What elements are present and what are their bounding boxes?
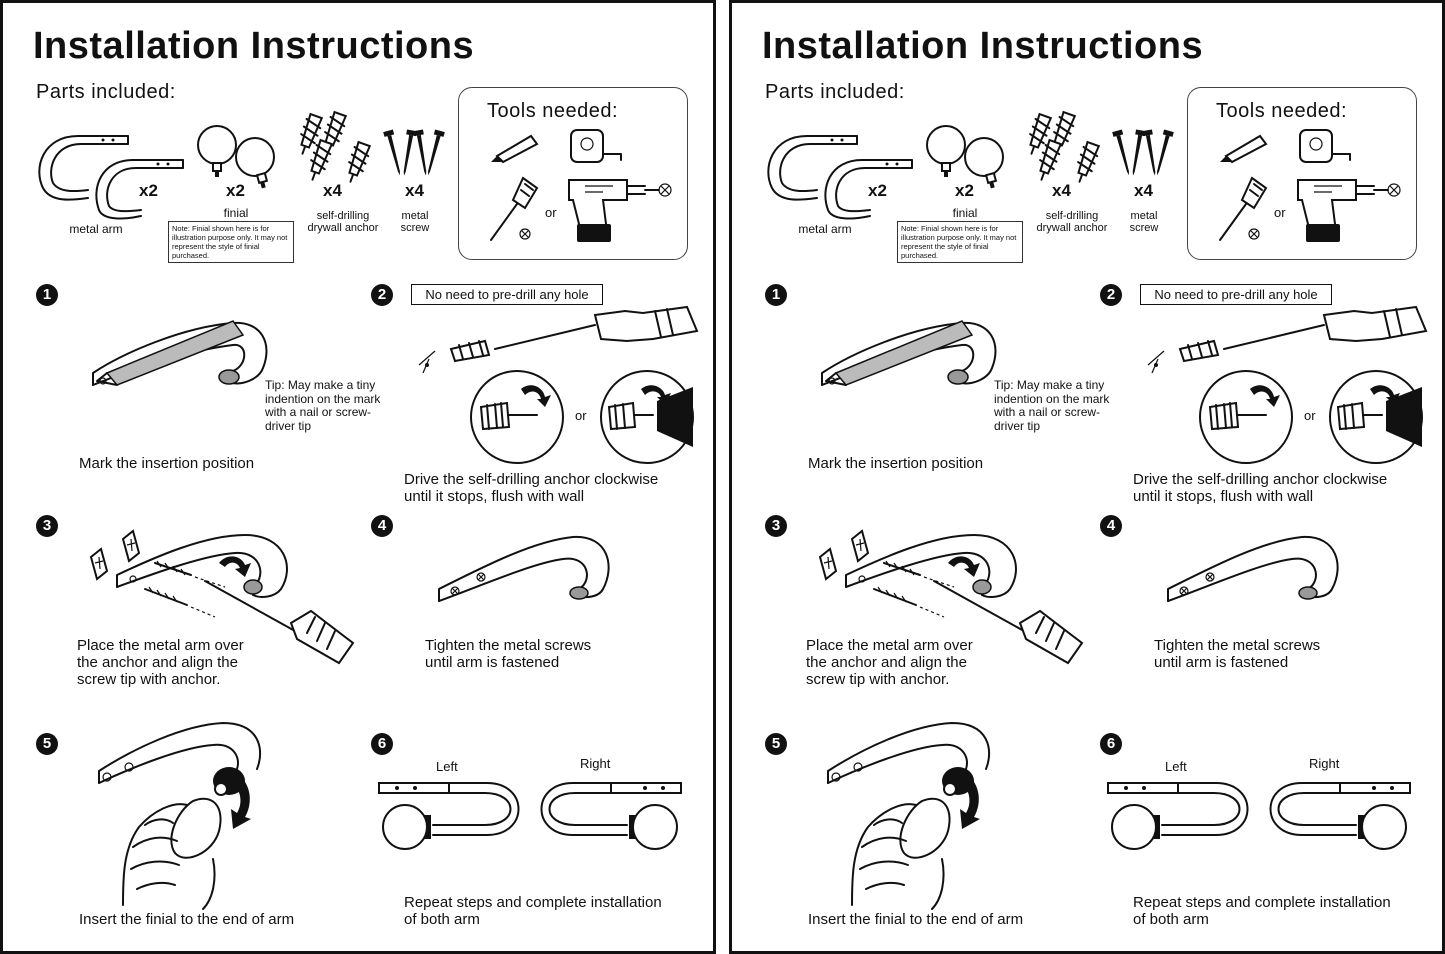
- step-2-number: 2: [1100, 284, 1122, 306]
- drywall-anchor-icon: [1029, 110, 1101, 183]
- step-1-number: 1: [765, 284, 787, 306]
- page-title: Installation Instructions: [762, 25, 1204, 67]
- metal-screw-icon: [1112, 129, 1174, 176]
- step-3-illustration: [89, 529, 355, 665]
- power-drill-icon: [568, 179, 672, 242]
- metal-arm-qty: x2: [868, 181, 887, 200]
- step-2-text: Drive the self-drilling anchor clockwise…: [404, 471, 659, 505]
- tools-needed-heading: Tools needed:: [487, 100, 619, 122]
- finial-label: finial: [952, 206, 978, 220]
- step-3-number: 3: [36, 515, 58, 537]
- tools-or-text: or: [545, 205, 557, 220]
- finial-label: finial: [223, 206, 249, 220]
- step-2-or-text: or: [1304, 408, 1316, 423]
- pencil-icon: [1220, 134, 1268, 164]
- step-6-left-label: Left: [1165, 759, 1187, 774]
- metal-arm-qty: x2: [139, 181, 158, 200]
- page-title: Installation Instructions: [33, 25, 475, 67]
- step-2-anchor-screwdriver: [418, 305, 699, 374]
- step-4-illustration: [1167, 535, 1339, 602]
- finial-qty: x2: [955, 181, 974, 200]
- tools-needed-box: Tools needed: or: [458, 87, 688, 260]
- step-1-number: 1: [36, 284, 58, 306]
- tape-measure-icon: [570, 129, 622, 163]
- step-4-number: 4: [371, 515, 393, 537]
- step-6-illustration: [378, 782, 682, 850]
- metal-arm-icon: [767, 135, 913, 220]
- step-2-or-text: or: [575, 408, 587, 423]
- step-5-number: 5: [765, 733, 787, 755]
- screwdriver-icon: [490, 176, 539, 241]
- step-2-screwdriver-detail: [1199, 370, 1293, 464]
- metal-screw-qty: x4: [405, 181, 424, 200]
- parts-included-heading: Parts included:: [36, 81, 176, 103]
- metal-arm-label: metal arm: [798, 222, 852, 236]
- step-6-right-label: Right: [1309, 756, 1340, 771]
- pencil-icon: [491, 134, 539, 164]
- step-1-illustration: [92, 320, 268, 386]
- step-5-number: 5: [36, 733, 58, 755]
- step-2-screwdriver-detail: [470, 370, 564, 464]
- step-2-number: 2: [371, 284, 393, 306]
- no-predrill-callout: No need to pre-drill any hole: [1140, 284, 1332, 305]
- parts-included-heading: Parts included:: [765, 81, 905, 103]
- step-6-left-label: Left: [436, 759, 458, 774]
- finial-icon: [197, 125, 275, 189]
- finial-qty: x2: [226, 181, 245, 200]
- step-5-illustration: [98, 722, 261, 910]
- step-1-text: Mark the insertion position: [808, 455, 984, 472]
- metal-arm-icon: [38, 135, 184, 220]
- drywall-anchor-icon: [300, 110, 372, 183]
- instruction-sheet-left: Installation Instructions Parts included…: [0, 0, 716, 954]
- finial-icon: [926, 125, 1004, 189]
- step-5-text: Insert the finial to the end of arm: [79, 911, 295, 928]
- step-3-number: 3: [765, 515, 787, 537]
- step-2-drill-detail: [600, 370, 694, 464]
- tools-needed-heading: Tools needed:: [1216, 100, 1348, 122]
- step-1-illustration: [821, 320, 997, 386]
- step-3-illustration: [818, 529, 1084, 665]
- step-6-number: 6: [371, 733, 393, 755]
- tools-or-text: or: [1274, 205, 1286, 220]
- drywall-anchor-qty: x4: [323, 181, 342, 200]
- tape-measure-icon: [1299, 129, 1351, 163]
- tools-needed-box: Tools needed: or: [1187, 87, 1417, 260]
- step-2-drill-detail: [1329, 370, 1423, 464]
- step-6-number: 6: [1100, 733, 1122, 755]
- step-4-number: 4: [1100, 515, 1122, 537]
- metal-arm-label: metal arm: [69, 222, 123, 236]
- step-2-anchor-screwdriver: [1147, 305, 1428, 374]
- step-5-text: Insert the finial to the end of arm: [808, 911, 1024, 928]
- step-6-illustration: [1107, 782, 1411, 850]
- step-4-illustration: [438, 535, 610, 602]
- metal-screw-icon: [383, 129, 445, 176]
- power-drill-icon: [1297, 179, 1401, 242]
- step-1-text: Mark the insertion position: [79, 455, 255, 472]
- step-5-illustration: [827, 722, 990, 910]
- instruction-sheet-right: Installation Instructions Parts included…: [729, 0, 1445, 954]
- step-6-right-label: Right: [580, 756, 611, 771]
- screwdriver-icon: [1219, 176, 1268, 241]
- drywall-anchor-qty: x4: [1052, 181, 1071, 200]
- metal-screw-qty: x4: [1134, 181, 1153, 200]
- step-2-text: Drive the self-drilling anchor clockwise…: [1133, 471, 1388, 505]
- no-predrill-callout: No need to pre-drill any hole: [411, 284, 603, 305]
- finial-note: Note: Finial shown here is for illustrat…: [168, 221, 294, 263]
- finial-note: Note: Finial shown here is for illustrat…: [897, 221, 1023, 263]
